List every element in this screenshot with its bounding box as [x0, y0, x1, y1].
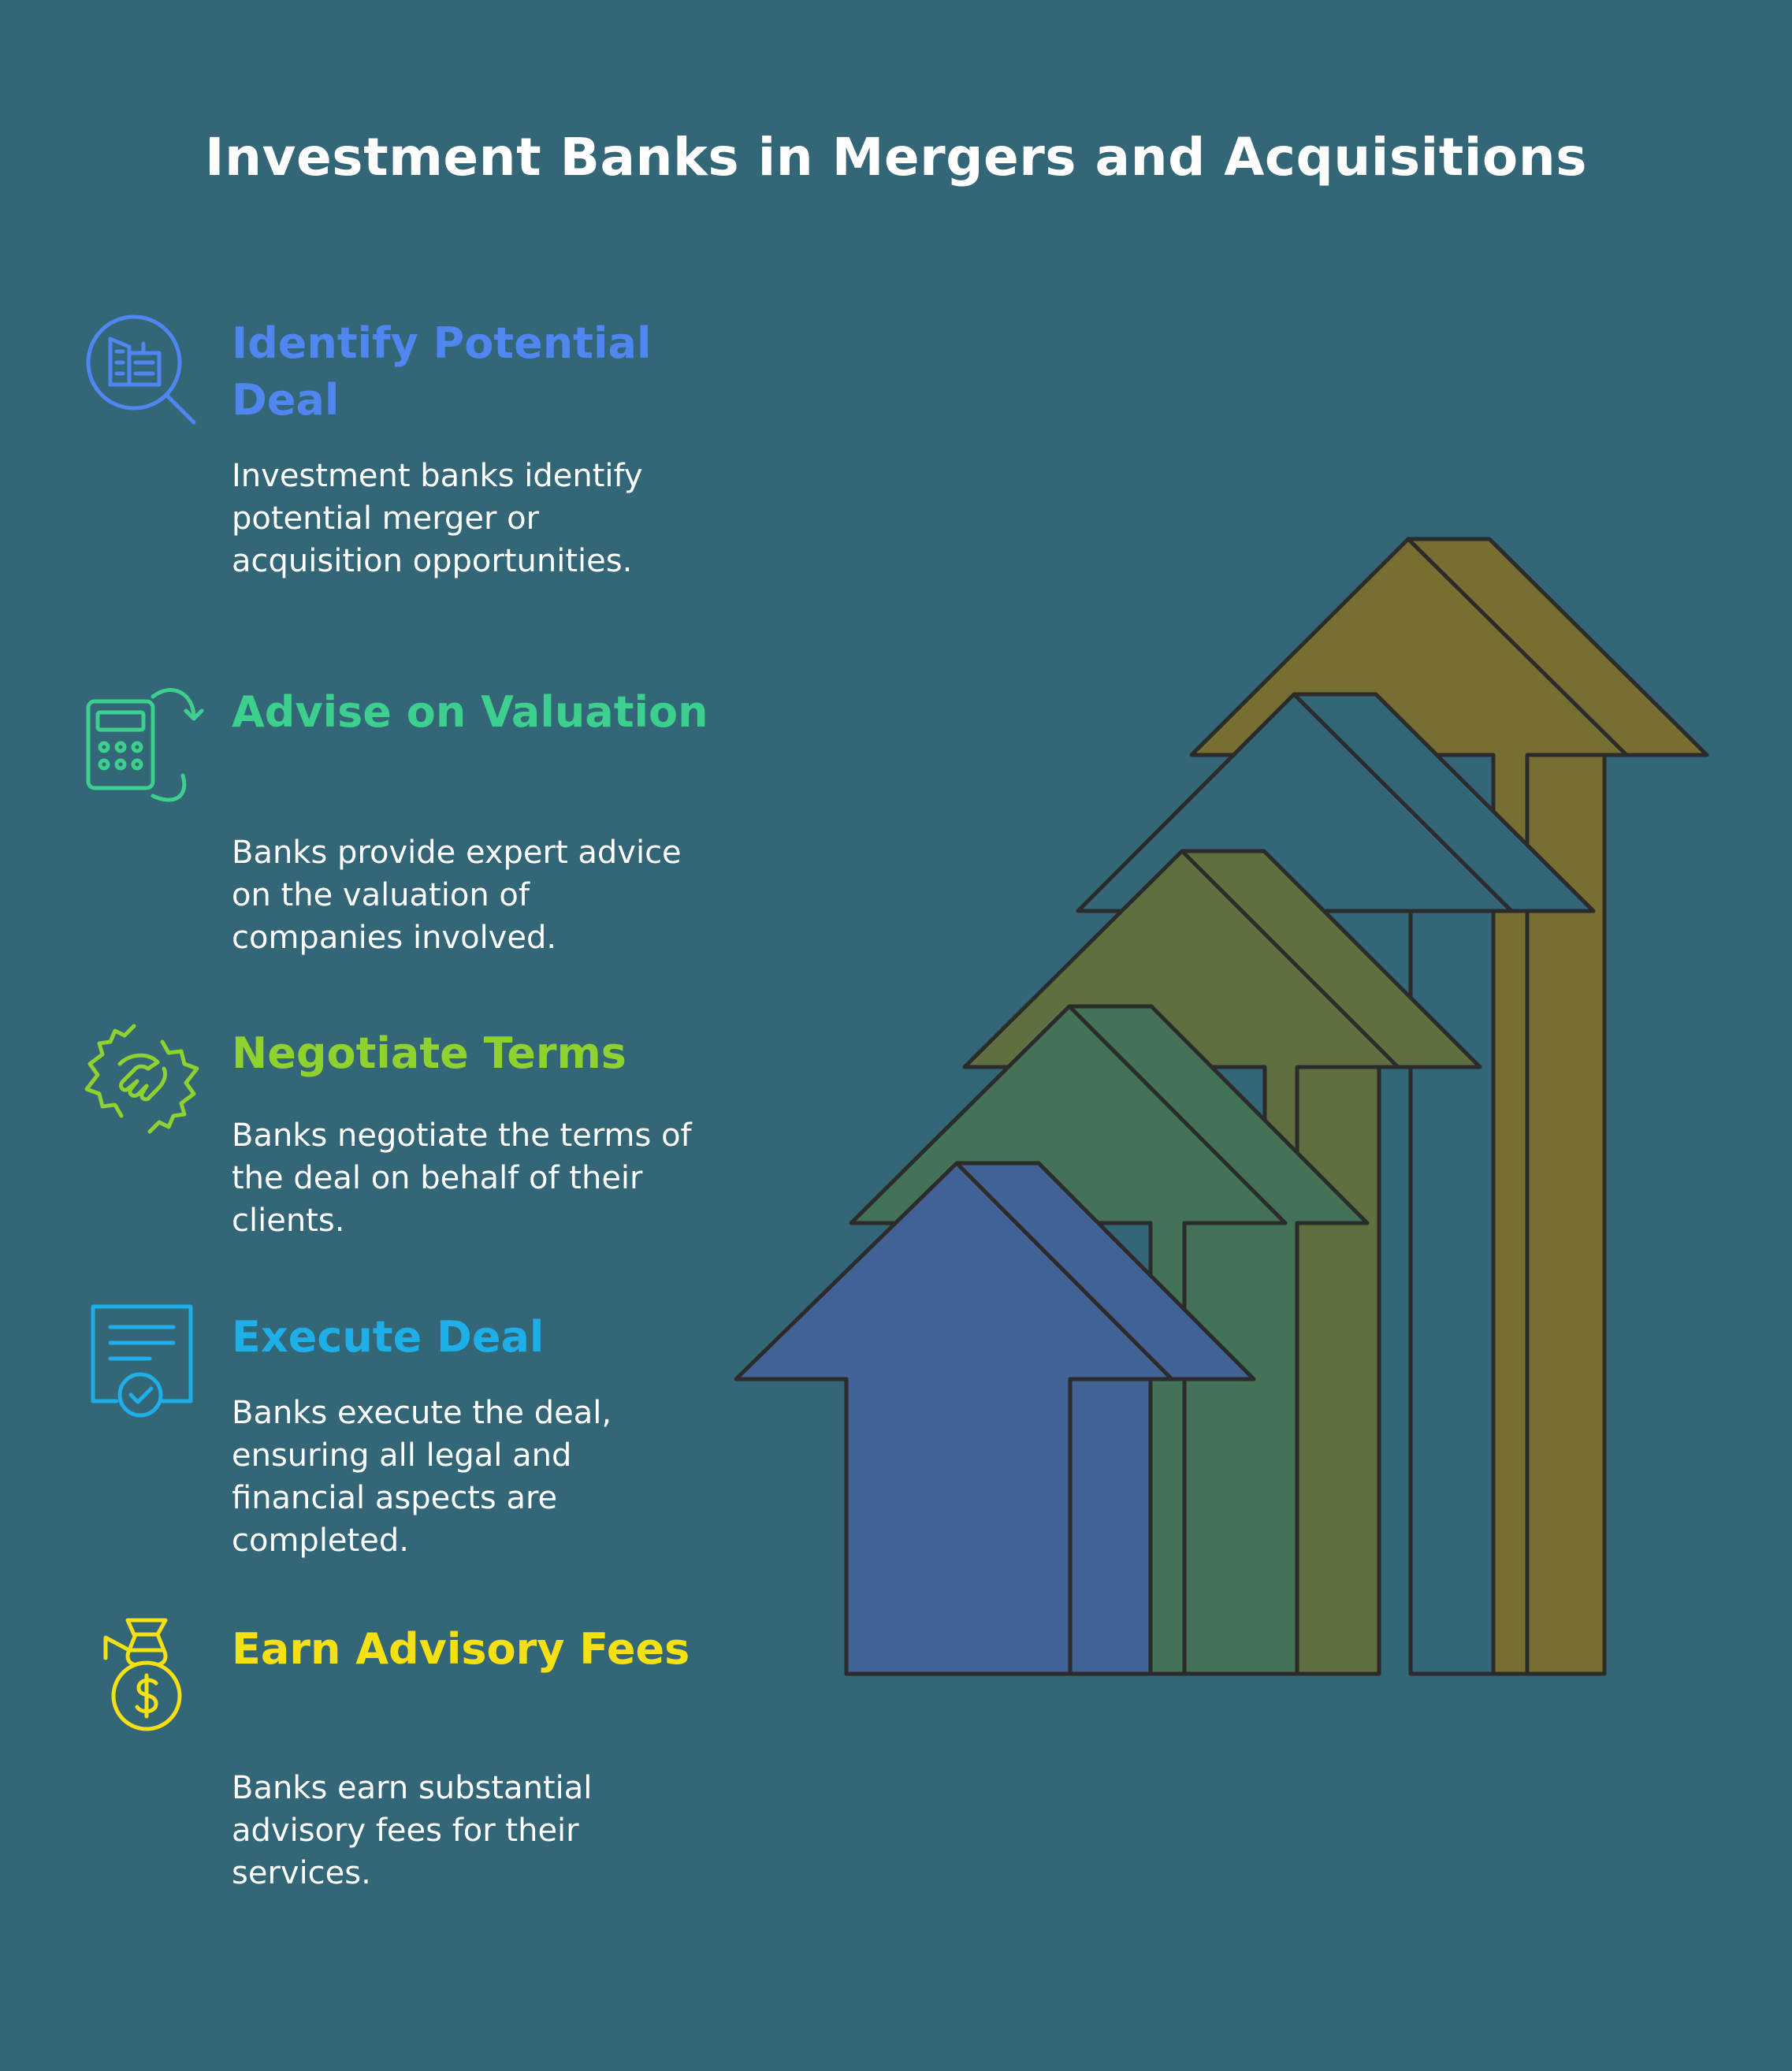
step-text-negotiate: Banks negotiate the terms of the deal on… — [232, 1117, 692, 1239]
handshake-icon — [79, 1017, 205, 1143]
step-text-execute: Banks execute the deal, ensuring all leg… — [232, 1395, 612, 1559]
step-title-negotiate: Negotiate Terms — [232, 1028, 626, 1078]
page-title: Investment Banks in Mergers and Acquisit… — [204, 127, 1588, 188]
step-text-identify: Investment banks identify potential merg… — [232, 458, 643, 579]
step-title-identify: Identify Potential Deal — [232, 318, 652, 425]
step-title-advise: Advise on Valuation — [232, 687, 708, 737]
step-title-earn: Earn Advisory Fees — [232, 1624, 690, 1674]
step-title-execute: Execute Deal — [232, 1312, 545, 1362]
arrow-blue — [734, 1161, 1256, 1676]
step-text-earn: Banks earn substantial advisory fees for… — [232, 1770, 593, 1891]
building-search-icon — [79, 307, 205, 433]
step-text-advise: Banks provide expert advice on the valua… — [232, 835, 682, 956]
calculator-icon — [79, 679, 205, 805]
certificate-icon — [79, 1300, 205, 1426]
money-bag-icon — [79, 1616, 205, 1742]
